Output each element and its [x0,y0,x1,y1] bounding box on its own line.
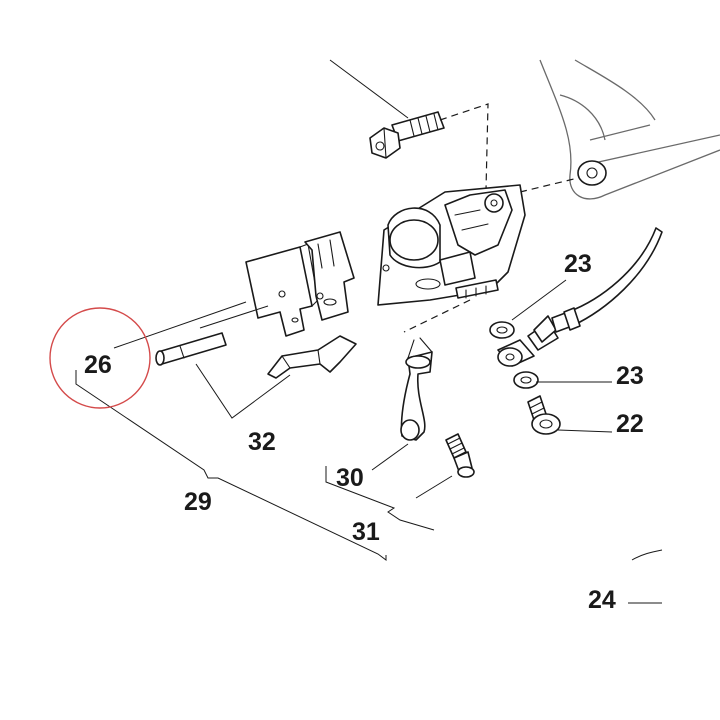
alignment-line-casting [519,177,579,193]
guide-pin [155,332,227,366]
alignment-line-lower [403,299,471,333]
leader-22 [557,429,613,433]
callout-26: 26 [84,351,112,379]
caliper-housing [377,184,526,306]
bracket-29 [75,370,387,561]
leader-31-screw [415,475,453,499]
leader-23-top [511,279,567,321]
callout-22: 22 [616,410,644,438]
part-24-edge [631,549,663,561]
banjo-fitting [497,315,559,367]
brake-pad-left [245,243,319,337]
flange-bolt [369,111,445,159]
leader-30 [371,443,409,471]
brake-pad-right [304,231,355,321]
bleed-screw [445,433,475,478]
leader-26 [113,301,247,349]
spring-clip [267,335,357,379]
callout-30: 30 [336,464,364,492]
callout-23-lower: 23 [616,362,644,390]
leader-32 [195,363,291,419]
brake-hose [551,227,663,333]
callout-26-highlight [49,307,151,409]
callout-29: 29 [184,488,212,516]
washer-lower [513,371,539,389]
alignment-line-bolt [439,103,489,191]
callout-23-upper: 23 [564,250,592,278]
leader-pin [199,305,269,329]
engine-casting [539,59,720,200]
callout-32: 32 [248,428,276,456]
hose-bracket [400,337,433,441]
bracket-31 [325,466,435,531]
leader-top-bolt [329,59,409,119]
washer-upper [489,321,515,339]
banjo-bolt [527,395,561,435]
callout-24: 24 [588,586,616,614]
callout-31: 31 [352,518,380,546]
